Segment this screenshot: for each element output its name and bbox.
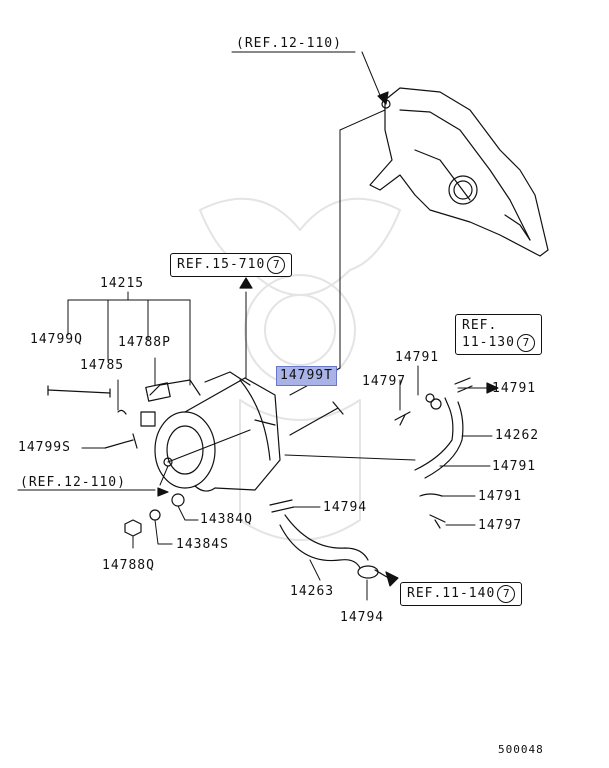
timing-cover-drawing — [369, 87, 549, 257]
ref-11-130-line2: 11-130 — [462, 335, 515, 350]
part-label-14799S[interactable]: 14799S — [18, 440, 71, 455]
part-label-14263[interactable]: 14263 — [290, 584, 335, 599]
ref-12-110-top-link[interactable]: (REF.12-110) — [236, 36, 342, 51]
hoses-drawing — [269, 377, 473, 579]
part-label-14791-b[interactable]: 14791 — [492, 381, 537, 396]
part-label-14384S[interactable]: 14384S — [176, 537, 229, 552]
leader-lines — [17, 51, 493, 601]
part-label-14794-b[interactable]: 14794 — [340, 610, 385, 625]
arrows — [157, 91, 499, 587]
part-label-14791-d[interactable]: 14791 — [478, 489, 523, 504]
part-label-14788Q[interactable]: 14788Q — [102, 558, 155, 573]
part-label-14384Q[interactable]: 14384Q — [200, 512, 253, 527]
ref-11-140-circle-number: 7 — [497, 585, 516, 603]
ref-11-130-line1: REF. — [462, 318, 498, 333]
ref-11-130-circle-number: 7 — [516, 334, 535, 352]
part-label-14799Q[interactable]: 14799Q — [30, 332, 83, 347]
part-label-14799T-highlighted[interactable]: 14799T — [276, 366, 337, 386]
part-label-14794-a[interactable]: 14794 — [323, 500, 368, 515]
part-label-14797-a[interactable]: 14797 — [362, 374, 407, 389]
nuts-washers-drawing — [117, 393, 442, 537]
ref-15-710-circle-number: 7 — [267, 256, 286, 274]
part-label-14262[interactable]: 14262 — [495, 428, 540, 443]
alternator-drawing — [140, 371, 281, 492]
bolts-drawing — [47, 385, 446, 529]
ref-12-110-left-link[interactable]: (REF.12-110) — [20, 475, 126, 490]
part-label-14791-c[interactable]: 14791 — [492, 459, 537, 474]
diagram-code: 500048 — [498, 743, 544, 756]
part-label-14791-a[interactable]: 14791 — [395, 350, 440, 365]
part-label-14785[interactable]: 14785 — [80, 358, 125, 373]
part-label-14788P[interactable]: 14788P — [118, 335, 171, 350]
ref-15-710-text: REF.15-710 — [177, 257, 266, 272]
part-label-14215[interactable]: 14215 — [100, 276, 145, 291]
part-label-14797-b[interactable]: 14797 — [478, 518, 523, 533]
ref-11-140-text: REF.11-140 — [407, 586, 496, 601]
